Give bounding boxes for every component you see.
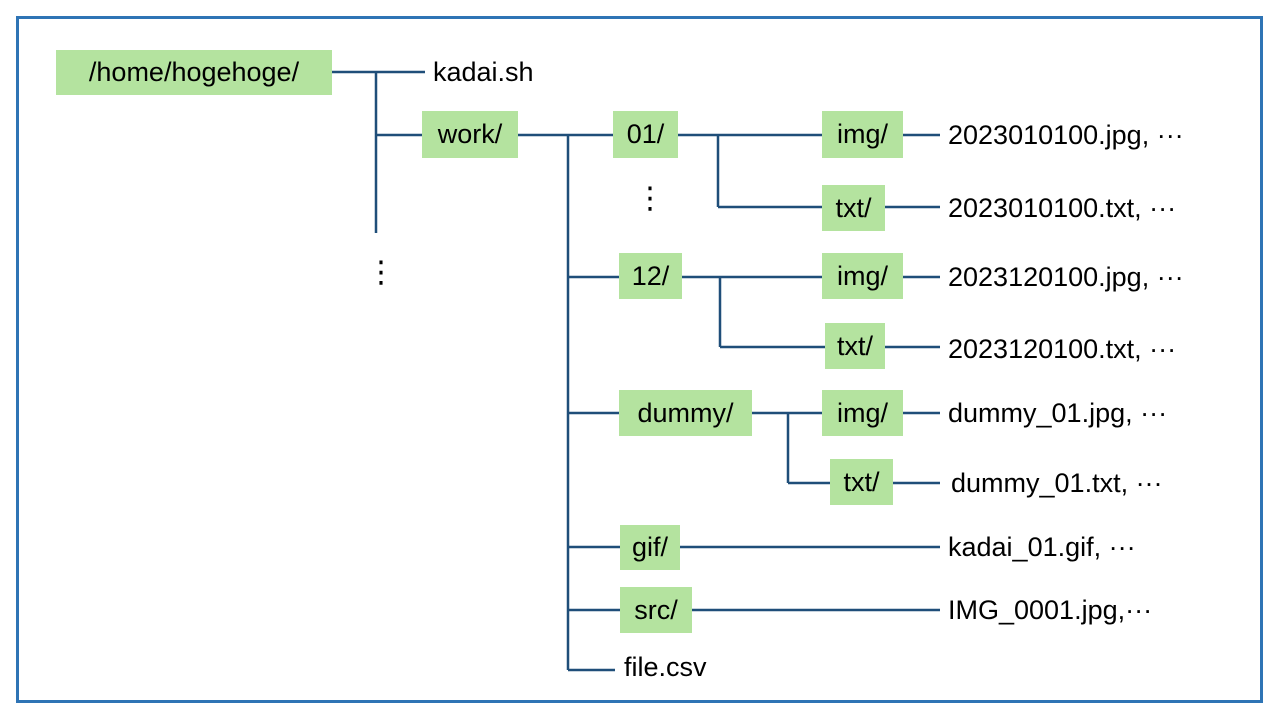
folder-dummy-img: img/ — [822, 390, 903, 436]
file-kadai-sh: kadai.sh — [433, 57, 534, 87]
files-gif: kadai_01.gif, ··· — [948, 532, 1136, 562]
folder-01: 01/ — [613, 111, 678, 158]
folder-12-txt: txt/ — [825, 323, 885, 369]
files-src: IMG_0001.jpg,··· — [948, 595, 1153, 625]
folder-01-txt: txt/ — [822, 185, 885, 231]
folder-dummy-txt: txt/ — [830, 459, 893, 505]
files-01-txt: 2023010100.txt, ··· — [948, 193, 1177, 223]
ellipsis-root-more: ⋮ — [366, 256, 396, 289]
folder-dummy: dummy/ — [619, 390, 752, 436]
folder-gif: gif/ — [620, 525, 680, 570]
files-12-txt: 2023120100.txt, ··· — [948, 334, 1177, 364]
file-csv: file.csv — [624, 652, 707, 682]
folder-src: src/ — [620, 587, 692, 633]
files-12-img: 2023120100.jpg, ··· — [948, 262, 1184, 292]
folder-12: 12/ — [619, 253, 682, 299]
folder-12-img: img/ — [822, 253, 903, 299]
diagram-frame — [16, 16, 1263, 703]
folder-root: /home/hogehoge/ — [56, 50, 332, 95]
files-dummy-img: dummy_01.jpg, ··· — [948, 398, 1168, 428]
folder-01-img: img/ — [822, 111, 903, 158]
files-01-img: 2023010100.jpg, ··· — [948, 120, 1184, 150]
files-dummy-txt: dummy_01.txt, ··· — [951, 468, 1163, 498]
folder-work: work/ — [422, 111, 518, 158]
ellipsis-months: ⋮ — [635, 182, 665, 215]
